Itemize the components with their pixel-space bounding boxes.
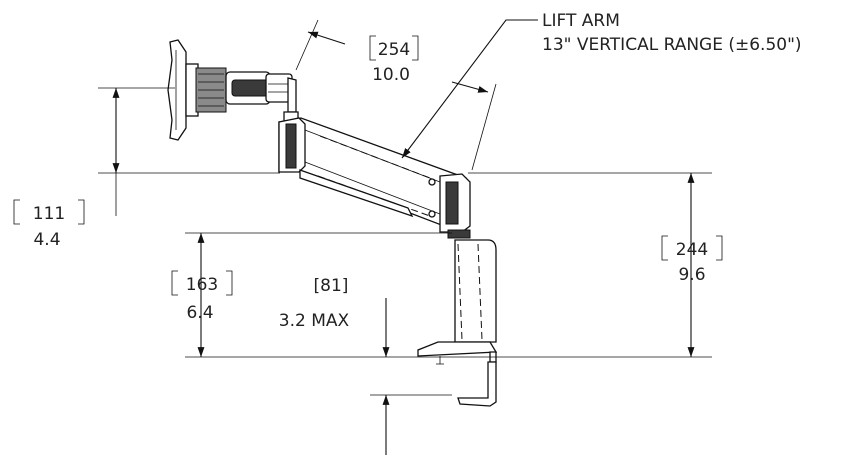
arm-height-dimension-mm: 244 xyxy=(676,240,708,260)
extension-lines xyxy=(98,19,712,396)
lift-arm-callout-range: 13" VERTICAL RANGE (±6.50") xyxy=(542,35,802,55)
lift-arm-callout-title: LIFT ARM xyxy=(542,11,620,31)
metric-brackets xyxy=(13,35,723,296)
clamp-thickness-dimension-mm: [81] xyxy=(314,276,349,296)
monitor-offset-dimension-mm: 111 xyxy=(33,204,65,224)
monitor-offset-dimension-in: 4.4 xyxy=(33,230,60,250)
pole-height-dimension-mm: 163 xyxy=(186,275,218,295)
pole-height-dimension-in: 6.4 xyxy=(186,303,213,323)
reach-dimension-in: 10.0 xyxy=(372,65,410,85)
arm-height-dimension-in: 9.6 xyxy=(678,265,705,285)
reach-dimension-mm: 254 xyxy=(378,40,410,60)
clamp-thickness-dimension-in: 3.2 MAX xyxy=(279,311,350,331)
lift-arm xyxy=(278,111,471,233)
pole-and-clamp xyxy=(417,229,498,407)
vesa-mount-head xyxy=(167,39,297,141)
dimension-arrows xyxy=(112,19,695,455)
